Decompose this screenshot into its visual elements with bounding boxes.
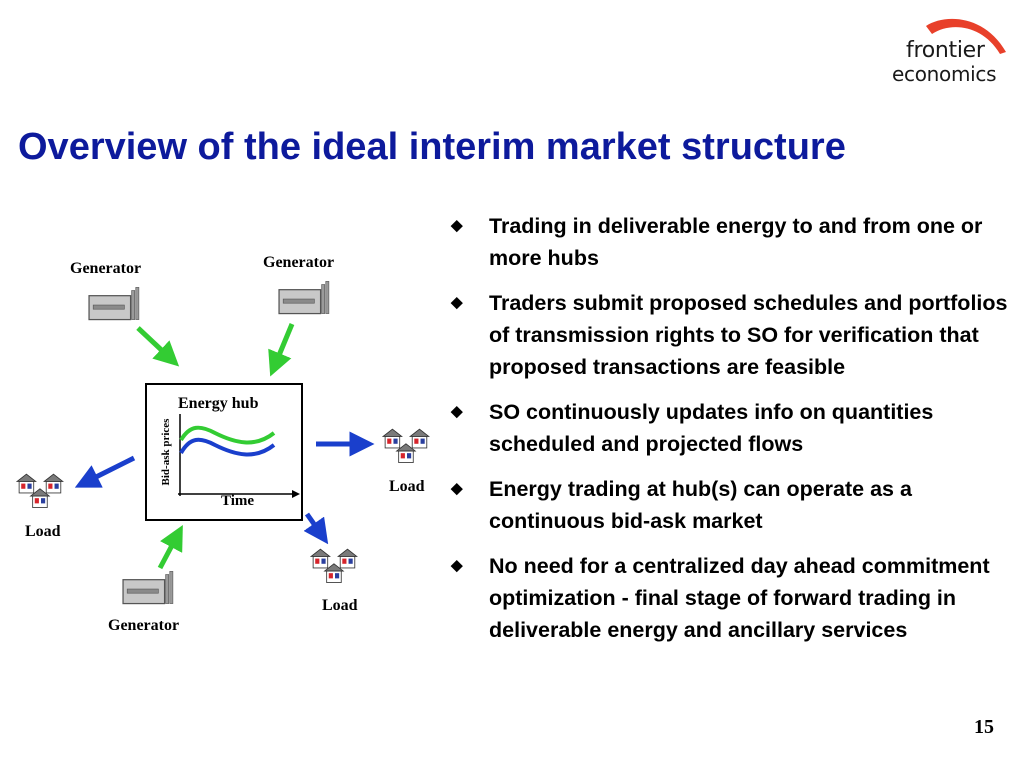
bullet-text: Energy trading at hub(s) can operate as …	[489, 477, 912, 533]
bullet-item: ◆ SO continuously updates info on quanti…	[448, 396, 1018, 460]
market-structure-diagram: Generator Generator Generator Load Load …	[0, 200, 440, 660]
load-houses-icon-2	[17, 474, 63, 507]
bullet-text: SO continuously updates info on quantiti…	[489, 400, 934, 456]
hub-y-axis-label: Bid-ask prices	[160, 418, 172, 486]
demand-arrow-2	[74, 455, 136, 488]
load-houses-icon-3	[311, 549, 357, 582]
energy-hub-title: Energy hub	[178, 395, 259, 412]
bullet-text: Traders submit proposed schedules and po…	[489, 291, 1008, 379]
energy-hub-box	[145, 383, 303, 521]
diamond-bullet-icon: ◆	[451, 480, 463, 497]
load-houses-icon-1	[383, 429, 429, 462]
hub-x-axis-label: Time	[221, 493, 255, 509]
logo-swoosh-icon	[926, 18, 1006, 54]
page-number: 15	[974, 716, 994, 738]
logo-swoosh	[926, 18, 1006, 54]
diamond-bullet-icon: ◆	[451, 557, 463, 574]
bullet-item: ◆ Traders submit proposed schedules and …	[448, 287, 1018, 383]
generator-label-2: Generator	[263, 254, 335, 271]
generator-icon-1	[88, 286, 140, 321]
logo-text-frontier: frontier	[906, 38, 985, 63]
generator-label-3: Generator	[108, 617, 180, 634]
slide-title: Overview of the ideal interim market str…	[18, 126, 846, 168]
supply-arrow-3	[157, 524, 183, 570]
bullet-text: Trading in deliverable energy to and fro…	[489, 214, 983, 270]
generator-icon-3	[122, 570, 174, 605]
load-label-2: Load	[25, 523, 61, 540]
diamond-bullet-icon: ◆	[451, 217, 463, 234]
demand-arrow-3	[303, 512, 329, 545]
frontier-economics-logo: frontier economics	[884, 12, 1014, 92]
bid-price-curve	[179, 437, 276, 457]
bullet-list: ◆ Trading in deliverable energy to and f…	[448, 210, 1018, 659]
logo-text-economics: economics	[892, 62, 997, 86]
generator-label-1: Generator	[70, 260, 142, 277]
bullet-text: No need for a centralized day ahead comm…	[489, 554, 990, 642]
load-label-1: Load	[389, 478, 425, 495]
diamond-bullet-icon: ◆	[451, 403, 463, 420]
generator-icon-2	[278, 280, 330, 315]
supply-arrow-2	[268, 323, 295, 377]
supply-arrow-1	[136, 326, 180, 367]
diagram-graphics	[0, 280, 440, 605]
bullet-item: ◆ No need for a centralized day ahead co…	[448, 550, 1018, 646]
bullet-item: ◆ Energy trading at hub(s) can operate a…	[448, 473, 1018, 537]
diamond-bullet-icon: ◆	[451, 294, 463, 311]
load-label-3: Load	[322, 597, 358, 614]
bullet-item: ◆ Trading in deliverable energy to and f…	[448, 210, 1018, 274]
ask-price-curve	[179, 425, 276, 445]
